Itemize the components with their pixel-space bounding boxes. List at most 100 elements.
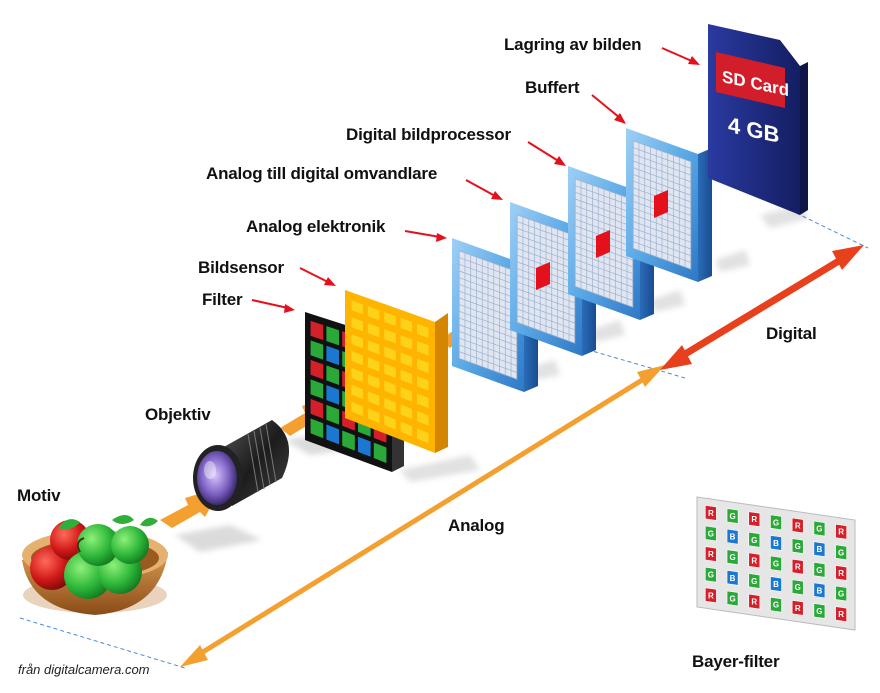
sensor-cell — [367, 357, 380, 372]
filter-cell — [373, 442, 387, 463]
sensor-cell — [351, 401, 363, 417]
sensor-cell — [400, 404, 413, 420]
sensor-cell — [367, 374, 380, 389]
bayer-cell — [748, 573, 761, 589]
processing-chips — [452, 128, 712, 392]
bayer-cell — [813, 582, 826, 599]
sensor-cell — [367, 306, 380, 321]
sensor-cell — [417, 358, 429, 374]
bayer-cell-letter: G — [729, 553, 735, 562]
bayer-cell-letter: R — [751, 598, 757, 607]
sensor-cell — [400, 317, 413, 333]
bayer-cell — [835, 585, 847, 602]
filter-cell — [310, 398, 324, 419]
sensor-cell — [417, 323, 429, 338]
filter-cell — [342, 430, 355, 451]
digital-range-arrow — [660, 245, 864, 370]
sensor-cell — [384, 329, 396, 344]
filter-cell — [310, 379, 324, 399]
bayer-cell-letter: R — [838, 569, 844, 578]
bayer-cell-letter: R — [795, 563, 801, 572]
sensor-cell — [351, 334, 363, 349]
sd-card: SD Card 4 GB — [708, 24, 808, 215]
bayer-cell-letter: R — [795, 604, 801, 613]
bayer-cell-letter: R — [708, 591, 714, 600]
bayer-cell-letter: G — [795, 542, 801, 551]
filter-cell — [326, 404, 340, 425]
analog-range-arrow — [180, 365, 665, 667]
bayer-cell-letter: G — [816, 525, 822, 534]
bayer-cell — [791, 558, 804, 575]
bayer-cell — [770, 596, 782, 613]
sensor-cell — [400, 352, 413, 367]
bayer-cell-letter: B — [730, 574, 736, 583]
bayer-cell — [791, 599, 804, 616]
filter-cell — [326, 424, 340, 445]
bayer-cell-letter: G — [708, 529, 714, 538]
filter-cell — [326, 385, 340, 405]
sensor-cells — [351, 300, 429, 444]
bayer-cell — [813, 561, 826, 578]
bayer-cell — [748, 511, 761, 528]
label-digital: Digital — [766, 324, 817, 343]
sensor-cell — [384, 312, 396, 327]
label-bildprocessor: Digital bildprocessor — [346, 125, 511, 144]
bayer-cell — [791, 579, 804, 596]
bayer-cell-letter: G — [773, 518, 779, 527]
bayer-cell-letter: G — [773, 560, 779, 569]
bayer-cell — [813, 520, 826, 537]
sensor-cell — [417, 376, 429, 391]
bayer-cell-letter: G — [773, 601, 779, 610]
bayer-cell — [835, 606, 847, 622]
bayer-cell — [770, 535, 782, 551]
label-bayer: Bayer-filter — [692, 652, 780, 671]
bayer-cell — [813, 603, 826, 619]
label-filter: Filter — [202, 290, 243, 309]
sensor-cell — [400, 335, 413, 350]
label-objektiv: Objektiv — [145, 405, 211, 424]
bayer-cell — [726, 528, 739, 545]
filter-cell — [310, 320, 324, 340]
bayer-cell — [726, 569, 739, 586]
bayer-cell-letter: B — [773, 539, 779, 548]
bayer-cell-letter: B — [817, 545, 823, 554]
filter-cell — [326, 345, 340, 366]
sensor-cell — [351, 300, 363, 315]
filter-cell — [310, 418, 324, 439]
bayer-cell-letter: B — [817, 586, 823, 595]
sensor-cell — [384, 346, 396, 361]
bayer-cell — [705, 566, 717, 583]
sensor-cell — [351, 317, 363, 332]
bayer-cell — [791, 538, 804, 554]
bayer-cell-letter: R — [751, 515, 757, 524]
bayer-cell — [705, 525, 717, 542]
image-sensor — [345, 290, 448, 453]
label-lagring: Lagring av bilden — [504, 35, 642, 54]
apple-bowl-subject — [22, 515, 168, 615]
bayer-cell-letter: G — [729, 594, 735, 603]
bayer-cell-letter: G — [838, 590, 844, 599]
sensor-cell — [384, 415, 396, 430]
processing-chip — [452, 238, 538, 392]
bayer-cell — [770, 555, 782, 572]
sensor-cell — [417, 393, 429, 409]
source-credit: från digitalcamera.com — [18, 662, 150, 677]
bayer-cell — [813, 541, 826, 558]
bayer-cell-letter: R — [751, 556, 757, 565]
bayer-cell — [748, 593, 761, 610]
filter-cell — [357, 436, 371, 457]
bayer-cell-letter: G — [751, 577, 757, 586]
label-analog: Analog — [448, 516, 505, 535]
bayer-cell — [835, 523, 847, 540]
bayer-cell-letter: G — [729, 512, 735, 521]
bayer-cell — [726, 590, 739, 607]
sensor-cell — [384, 363, 396, 378]
bayer-cell-letter: G — [816, 607, 822, 616]
bayer-cell — [835, 544, 847, 561]
filter-cell — [310, 340, 324, 360]
sensor-cell — [367, 323, 380, 338]
bayer-cell — [748, 552, 761, 569]
sensor-cell — [384, 380, 396, 396]
chip-connectors — [536, 190, 668, 290]
